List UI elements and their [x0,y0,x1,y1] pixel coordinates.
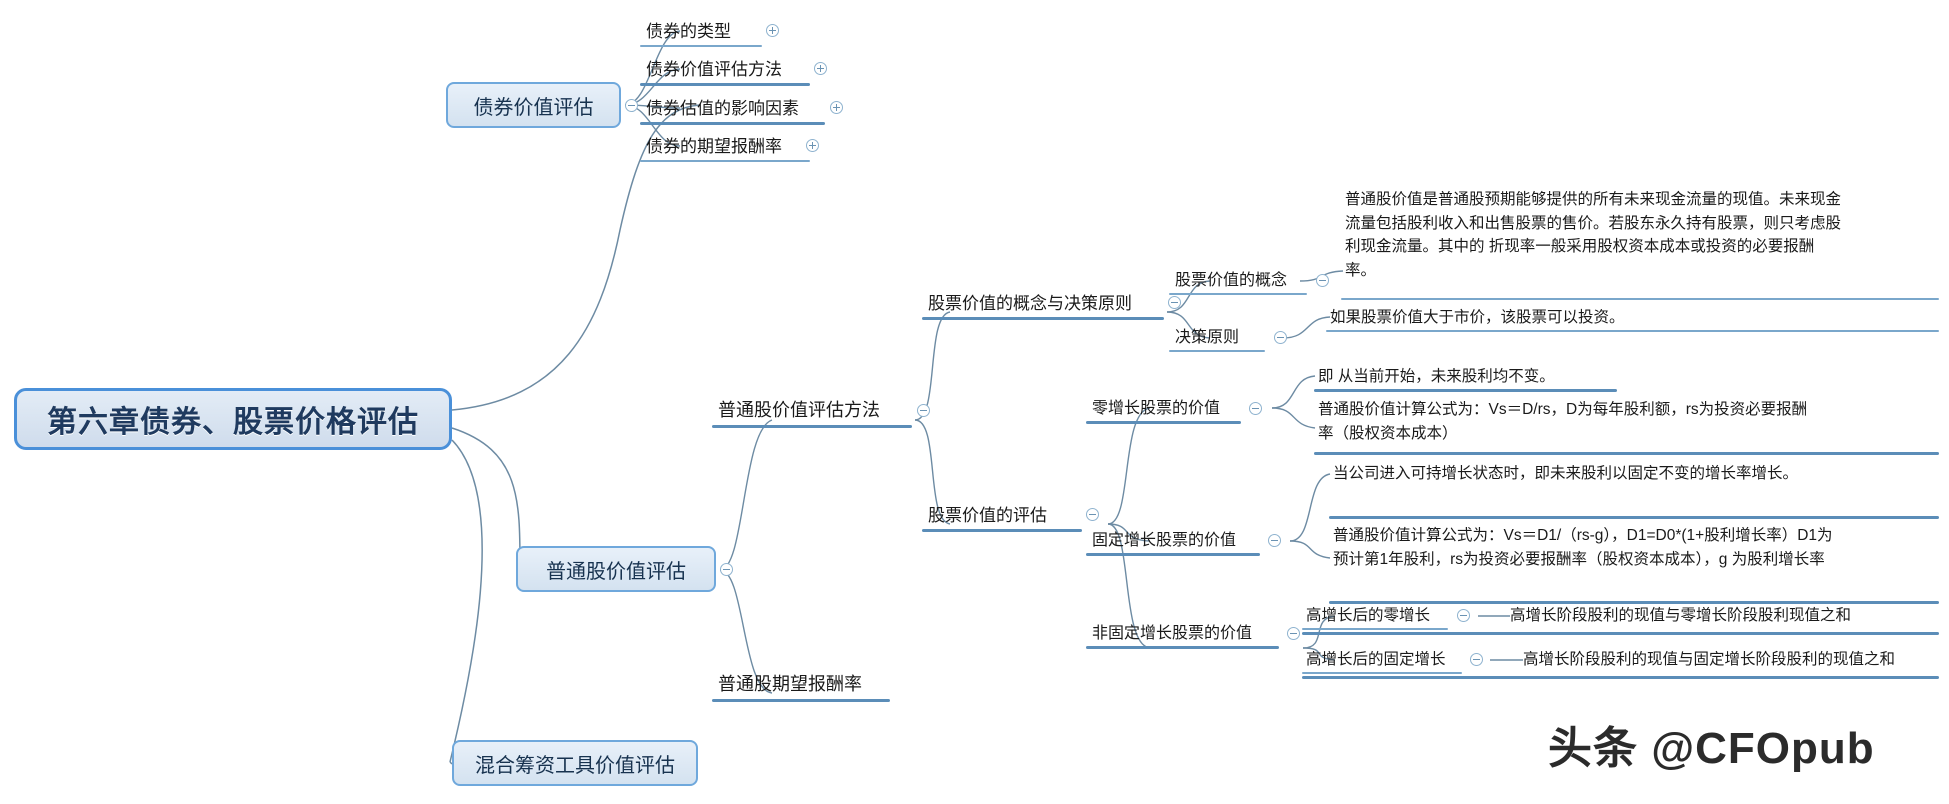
collapse-circle-icon-concept-group[interactable] [1168,296,1181,309]
bond-child-return-underline [640,160,810,162]
zero-growth-detail-1: 即 从当前开始，未来股利均不变。 [1318,364,1555,388]
stock-value-concept-label: 股票价值的概念 [1175,272,1288,290]
branch-hybrid-financing[interactable]: 混合筹资工具价值评估 [452,740,698,786]
high-then-fixed-growth-detail-underline [1302,676,1939,679]
stock-value-concept-detail-text: 普通股价值是普通股预期能够提供的所有未来现金流量的现值。未来现金流量包括股利收入… [1345,191,1842,279]
zero-growth-detail-1-text: 即 从当前开始，未来股利均不变。 [1318,368,1555,385]
collapse-circle-icon-fixed-growth[interactable] [1268,534,1281,547]
high-then-zero-growth-underline [1302,628,1448,630]
collapse-circle-icon-method[interactable] [917,404,930,417]
common-stock-method[interactable]: 普通股价值评估方法 [718,396,880,424]
zero-growth-value-underline [1086,421,1241,424]
expand-circle-icon-bond-method[interactable] [814,62,827,75]
zero-growth-detail-2-underline [1314,452,1939,455]
decision-principle-detail-underline [1326,330,1939,332]
collapse-circle-icon-non-fixed-growth[interactable] [1287,627,1300,640]
high-then-zero-growth-detail-text: 高增长阶段股利的现值与零增长阶段股利现值之和 [1510,607,1852,624]
expand-circle-icon-bond-return[interactable] [806,139,819,152]
bond-child-method-label: 债券价值评估方法 [646,59,782,79]
expand-circle-icon-bond-type[interactable] [766,24,779,37]
bond-child-type-underline [640,45,762,47]
expand-circle-icon-bond-factors[interactable] [830,101,843,114]
non-fixed-growth-value-underline [1086,646,1279,649]
decision-principle[interactable]: 决策原则 [1175,325,1239,350]
collapse-circle-icon-valuation-group[interactable] [1086,508,1099,521]
non-fixed-growth-value-label: 非固定增长股票的价值 [1092,625,1253,643]
collapse-circle-icon-zero-growth[interactable] [1249,402,1262,415]
stock-value-concept-underline [1169,293,1307,295]
branch-bond-value-label: 债券价值评估 [473,96,594,119]
collapse-circle-icon-stock-concept[interactable] [1316,274,1329,287]
bond-child-type-label: 债券的类型 [646,21,731,41]
stock-valuation-group-underline [922,529,1082,532]
branch-common-stock-label: 普通股价值评估 [546,560,686,583]
fixed-growth-detail-1-underline [1329,516,1939,519]
bond-child-factors-underline [640,122,825,125]
high-then-zero-growth-detail: 高增长阶段股利的现值与零增长阶段股利现值之和 [1510,603,1851,627]
branch-hybrid-financing-label: 混合筹资工具价值评估 [475,754,675,777]
bond-child-method-underline [640,83,810,86]
common-stock-expected-return-label: 普通股期望报酬率 [718,674,862,695]
collapse-circle-icon-decision-principle[interactable] [1274,331,1287,344]
high-then-fixed-growth-detail-text: 高增长阶段股利的现值与固定增长阶段股利的现值之和 [1523,651,1896,668]
high-then-fixed-growth-label: 高增长后的固定增长 [1306,651,1446,668]
bond-child-return[interactable]: 债券的期望报酬率 [646,132,782,159]
watermark-text: 头条 @CFOpub [1548,724,1875,773]
fixed-growth-detail-2: 普通股价值计算公式为：Vs＝D1/（rs-g），D1=D0*(1+股利增长率）D… [1333,524,1845,571]
stock-value-concept-detail: 普通股价值是普通股预期能够提供的所有未来现金流量的现值。未来现金流量包括股利收入… [1345,188,1843,282]
zero-growth-value[interactable]: 零增长股票的价值 [1092,396,1220,421]
fixed-growth-detail-2-text: 普通股价值计算公式为：Vs＝D1/（rs-g），D1=D0*(1+股利增长率）D… [1333,527,1833,568]
collapse-circle-icon-high-then-fixed[interactable] [1470,653,1483,666]
branch-common-stock[interactable]: 普通股价值评估 [516,546,716,592]
fixed-growth-detail-1-text: 当公司进入可持增长状态时，即未来股利以固定不变的增长率增长。 [1333,465,1799,482]
stock-concept-group[interactable]: 股票价值的概念与决策原则 [928,289,1132,316]
non-fixed-growth-value[interactable]: 非固定增长股票的价值 [1092,621,1252,646]
stock-valuation-group[interactable]: 股票价值的评估 [928,501,1047,528]
bond-child-factors-label: 债券估值的影响因素 [646,98,799,118]
stock-value-concept-detail-underline [1341,298,1939,300]
common-stock-expected-return[interactable]: 普通股期望报酬率 [718,670,862,698]
bond-child-factors[interactable]: 债券估值的影响因素 [646,94,799,121]
bond-child-type[interactable]: 债券的类型 [646,17,731,44]
decision-principle-label: 决策原则 [1175,329,1240,347]
fixed-growth-value-underline [1086,553,1260,556]
decision-principle-detail: 如果股票价值大于市价，该股票可以投资。 [1330,305,1625,329]
zero-growth-detail-1-underline [1314,389,1617,392]
high-then-fixed-growth[interactable]: 高增长后的固定增长 [1306,647,1446,671]
fixed-growth-value-label: 固定增长股票的价值 [1092,532,1237,550]
bond-child-method[interactable]: 债券价值评估方法 [646,55,782,82]
stock-concept-group-underline [922,317,1164,320]
high-then-zero-growth-label: 高增长后的零增长 [1306,607,1431,624]
high-then-zero-growth[interactable]: 高增长后的零增长 [1306,603,1430,627]
zero-growth-value-label: 零增长股票的价值 [1092,400,1221,418]
collapse-circle-icon-high-then-zero[interactable] [1457,609,1470,622]
high-then-fixed-growth-underline [1302,672,1462,674]
root-node[interactable]: 第六章债券、股票价格评估 [14,388,452,450]
common-stock-expected-return-underline [712,699,890,702]
common-stock-method-label: 普通股价值评估方法 [718,400,880,421]
high-then-fixed-growth-detail: 高增长阶段股利的现值与固定增长阶段股利的现值之和 [1523,647,1895,671]
collapse-circle-icon-common-stock[interactable] [720,563,733,576]
stock-concept-group-label: 股票价值的概念与决策原则 [928,293,1132,313]
high-then-zero-growth-detail-underline [1302,632,1939,635]
fixed-growth-value[interactable]: 固定增长股票的价值 [1092,528,1236,553]
zero-growth-detail-2-text: 普通股价值计算公式为：Vs＝D/rs，D为每年股利额，rs为投资必要报酬率（股权… [1318,401,1808,442]
collapse-circle-icon-bond[interactable] [625,99,638,112]
decision-principle-detail-text: 如果股票价值大于市价，该股票可以投资。 [1330,309,1625,326]
zero-growth-detail-2: 普通股价值计算公式为：Vs＝D/rs，D为每年股利额，rs为投资必要报酬率（股权… [1318,398,1820,445]
common-stock-method-underline [712,425,912,428]
watermark: 头条 @CFOpub [1548,712,1875,776]
fixed-growth-detail-2-underline [1329,601,1939,604]
decision-principle-underline [1169,350,1265,352]
branch-bond-value[interactable]: 债券价值评估 [446,82,621,128]
bond-child-return-label: 债券的期望报酬率 [646,136,782,156]
stock-valuation-group-label: 股票价值的评估 [928,505,1047,525]
stock-value-concept[interactable]: 股票价值的概念 [1175,268,1287,293]
fixed-growth-detail-1: 当公司进入可持增长状态时，即未来股利以固定不变的增长率增长。 [1333,462,1845,486]
root-label: 第六章债券、股票价格评估 [47,406,419,439]
